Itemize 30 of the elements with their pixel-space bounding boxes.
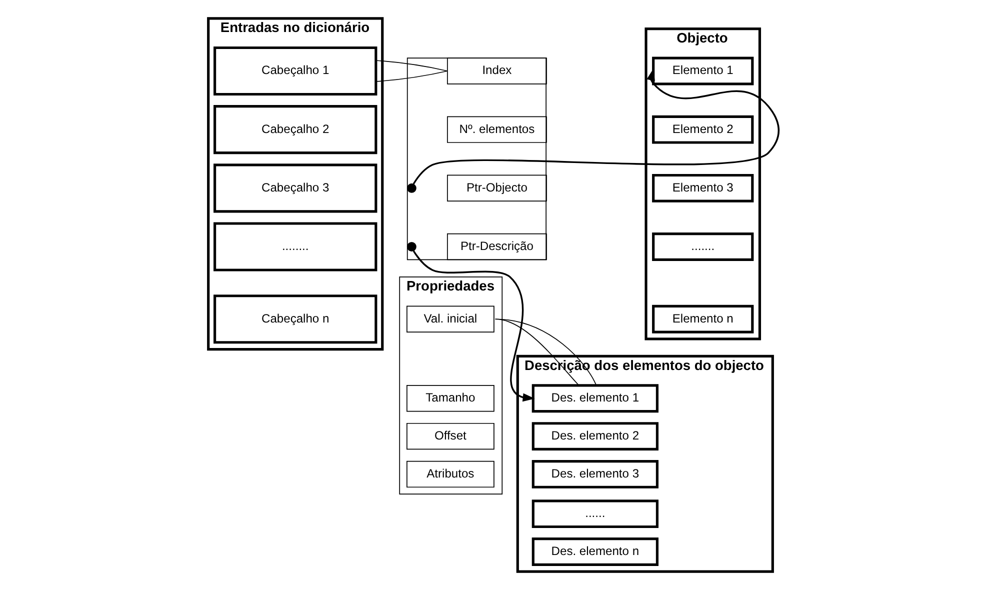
node-box: Elemento 2: [652, 115, 754, 144]
node-box: Des. elemento n: [532, 538, 658, 566]
node-box: Cabeçalho 2: [214, 105, 378, 154]
node-box: .......: [652, 232, 754, 261]
node-box: Elemento 3: [652, 174, 754, 202]
connector: [376, 60, 448, 72]
connector: [494, 318, 597, 386]
node-box: ......: [532, 500, 658, 528]
node-box: Ptr-Objecto: [447, 174, 547, 202]
node-box: Cabeçalho 1: [214, 46, 378, 96]
node-box: Offset: [406, 422, 494, 450]
connector: [376, 70, 448, 82]
arrow: [412, 68, 780, 184]
arrow: [412, 250, 535, 402]
node-circle: [406, 242, 416, 252]
node-box: Elemento 1: [652, 56, 754, 86]
node-box: Cabeçalho n: [214, 294, 378, 344]
node-box: Des. elemento 1: [532, 384, 658, 413]
node-circle: [406, 183, 416, 193]
node-box: Atributos: [406, 460, 494, 488]
node-box: Val. inicial: [406, 306, 494, 332]
node-box: Des. elemento 2: [532, 422, 658, 451]
node-box: Cabeçalho 3: [214, 164, 378, 213]
node-box: Index: [447, 58, 547, 84]
node-box: Des. elemento 3: [532, 460, 658, 488]
node-box: Tamanho: [406, 385, 494, 412]
node-box: Nº. elementos: [447, 116, 547, 143]
node-box: Ptr-Descrição: [447, 233, 547, 260]
node-box: Elemento n: [652, 304, 754, 334]
node-box: ........: [214, 222, 378, 272]
